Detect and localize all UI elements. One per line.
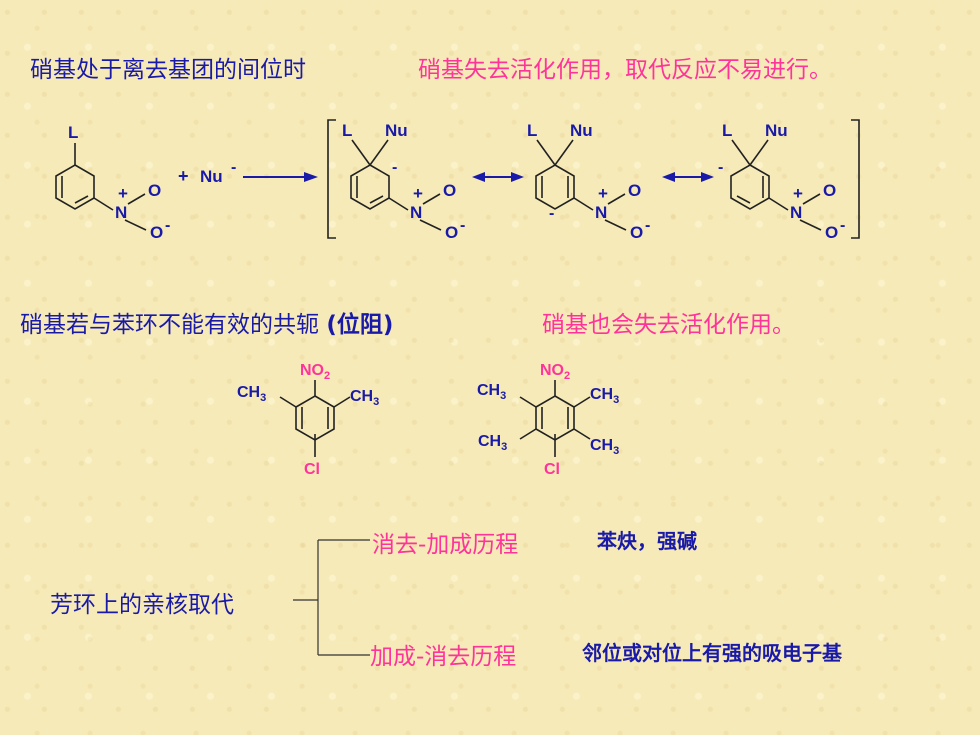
left-bracket: [327, 119, 336, 239]
meisenheimer-structure-3: L Nu - N + O O -: [718, 121, 845, 242]
oxygen-label: O: [628, 181, 641, 200]
meta-condition-text: 硝基处于离去基团的间位时: [30, 57, 306, 83]
oxygen-charge: -: [645, 217, 650, 234]
mechanism-branch-1-note: 苯炔，强碱: [597, 529, 697, 553]
oxygen-charge: -: [460, 217, 465, 234]
nitrogen-label: N: [595, 203, 607, 222]
resonance-arrow: [662, 172, 714, 182]
ring-charge: -: [549, 205, 554, 222]
mechanism-branch-addition-elimination: 加成-消去历程: [370, 644, 517, 670]
compound-dimethyl-chloronitrobenzene: NO2 CH3 CH3 Cl: [237, 362, 379, 478]
mechanism-root-label: 芳环上的亲核取代: [50, 592, 234, 618]
oxygen-label: O: [150, 223, 163, 242]
methyl-label: CH3: [590, 386, 619, 406]
methyl-label: CH3: [237, 384, 266, 404]
right-bracket: [851, 119, 860, 239]
steric-result-text: 硝基也会失去活化作用。: [542, 312, 795, 338]
mechanism-tree-bracket: [293, 539, 370, 656]
leaving-group-label: L: [342, 121, 352, 140]
oxygen-label: O: [823, 181, 836, 200]
nucleophile-charge: -: [231, 159, 236, 176]
reaction-arrow: [243, 172, 318, 182]
methyl-label: CH3: [477, 382, 506, 402]
leaving-group-label: L: [527, 121, 537, 140]
mechanism-branch-2-note: 邻位或对位上有强的吸电子基: [582, 641, 842, 665]
plus-sign: +: [178, 166, 189, 186]
nitrogen-label: N: [410, 203, 422, 222]
oxygen-label: O: [825, 223, 838, 242]
ring-charge: -: [392, 159, 397, 176]
steric-condition-text: 硝基若与苯环不能有效的共轭 (位阻): [20, 312, 394, 338]
nucleophile-label: Nu: [200, 167, 223, 186]
methyl-label: CH3: [590, 437, 619, 457]
meisenheimer-structure-2: L Nu - N + O O -: [527, 121, 650, 242]
meisenheimer-structure-1: L Nu - N + O O -: [342, 121, 465, 242]
leaving-group-label: L: [68, 123, 78, 142]
nucleophile-label: Nu: [570, 121, 593, 140]
nitrogen-charge: +: [598, 184, 608, 203]
compound-tetramethyl-chloronitrobenzene: NO2 CH3 CH3 CH3 CH3 Cl: [477, 362, 619, 478]
oxygen-label: O: [445, 223, 458, 242]
methyl-label: CH3: [350, 388, 379, 408]
nitro-group-label: NO2: [540, 362, 570, 382]
oxygen-charge: -: [165, 217, 170, 234]
oxygen-label: O: [148, 181, 161, 200]
nucleophile-label: Nu: [385, 121, 408, 140]
nucleophile-label: Nu: [765, 121, 788, 140]
oxygen-charge: -: [840, 217, 845, 234]
meta-result-text: 硝基失去活化作用，取代反应不易进行。: [418, 57, 832, 83]
ring-charge: -: [718, 159, 723, 176]
methyl-label: CH3: [478, 433, 507, 453]
chloro-label: Cl: [304, 461, 320, 478]
oxygen-label: O: [630, 223, 643, 242]
nitrogen-charge: +: [118, 184, 128, 203]
chloro-label: Cl: [544, 461, 560, 478]
nitrogen-label: N: [115, 203, 127, 222]
mechanism-branch-elimination-addition: 消去-加成历程: [372, 532, 519, 558]
nitrogen-charge: +: [793, 184, 803, 203]
resonance-arrow: [472, 172, 524, 182]
leaving-group-label: L: [722, 121, 732, 140]
nitrogen-label: N: [790, 203, 802, 222]
nitrogen-charge: +: [413, 184, 423, 203]
oxygen-label: O: [443, 181, 456, 200]
nitro-group-label: NO2: [300, 362, 330, 382]
reactant-molecule: L N + O O -: [55, 123, 170, 242]
